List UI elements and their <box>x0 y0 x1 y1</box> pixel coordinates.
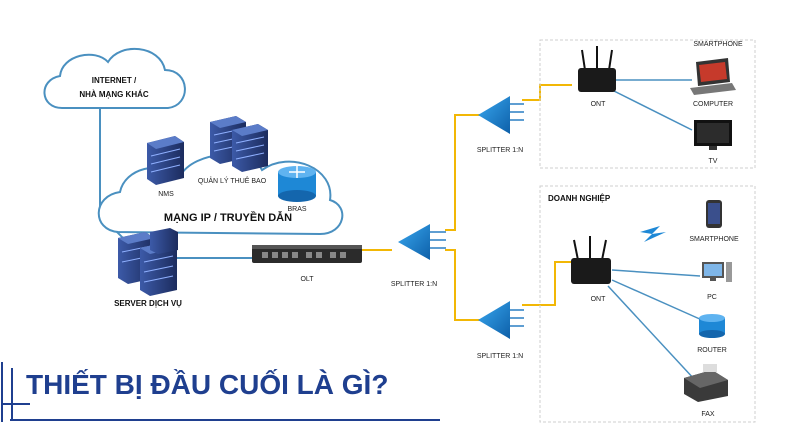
olt-device: OLT <box>252 245 362 283</box>
ip-network-label: MẠNG IP / TRUYỀN DẪN <box>164 211 292 224</box>
page-title: THIẾT BỊ ĐẦU CUỐI LÀ GÌ? <box>26 368 388 400</box>
ont-enterprise-label: ONT <box>591 296 607 303</box>
enterprise-label: DOANH NGHIỆP <box>548 194 611 203</box>
server-label: SERVER DỊCH VỤ <box>114 299 182 308</box>
internet-label-line2: NHÀ MẠNG KHÁC <box>79 90 149 99</box>
pc-device: PC <box>702 262 732 301</box>
splitter-top-label: SPLITTER 1:N <box>477 147 523 154</box>
nms-server: NMS <box>147 136 184 198</box>
fax-label: FAX <box>701 411 715 418</box>
router-device: ROUTER <box>697 314 727 354</box>
ont-home: ONT <box>578 46 616 108</box>
bras-label: BRAS <box>287 206 306 213</box>
tv-label: TV <box>709 158 718 165</box>
splitter-mid-label: SPLITTER 1:N <box>391 281 437 288</box>
smartphone-ent-label: SMARTPHONE <box>689 236 739 243</box>
splitter-bot: SPLITTER 1:N <box>477 301 524 360</box>
title-decoration <box>1 362 440 422</box>
subscriber-mgmt-label: QUẢN LÝ THUÊ BAO <box>198 176 267 185</box>
internet-cloud: INTERNET / NHÀ MẠNG KHÁC <box>43 47 186 109</box>
ont-enterprise: ONT <box>571 236 611 303</box>
smartphone-device: SMARTPHONE <box>689 200 739 243</box>
home-links <box>611 79 693 131</box>
subscriber-mgmt-servers: QUẢN LÝ THUÊ BAO <box>198 116 268 185</box>
bras-router: BRAS <box>278 166 316 213</box>
home-area-box <box>539 39 756 169</box>
enterprise-links <box>607 269 703 381</box>
smartphone-home-label: SMARTPHONE <box>693 41 743 48</box>
pc-label: PC <box>707 294 717 301</box>
router-label: ROUTER <box>697 347 727 354</box>
enterprise-area-box <box>539 185 756 423</box>
computer-label: COMPUTER <box>693 101 733 108</box>
olt-label: OLT <box>300 276 314 283</box>
service-servers: SERVER DỊCH VỤ <box>114 228 182 308</box>
fax-device: FAX <box>684 364 728 418</box>
splitter-bot-label: SPLITTER 1:N <box>477 353 523 360</box>
splitter-top: SPLITTER 1:N <box>477 96 524 154</box>
internet-label-line1: INTERNET / <box>92 76 137 85</box>
fiber-links <box>362 84 575 321</box>
splitter-mid: SPLITTER 1:N <box>391 224 446 288</box>
tv-device: TV <box>694 120 732 165</box>
computer-device: COMPUTER <box>690 58 736 108</box>
router-arrows-icon <box>289 166 305 178</box>
nms-label: NMS <box>158 191 174 198</box>
ont-home-label: ONT <box>591 101 607 108</box>
wireless-icon <box>640 226 666 242</box>
